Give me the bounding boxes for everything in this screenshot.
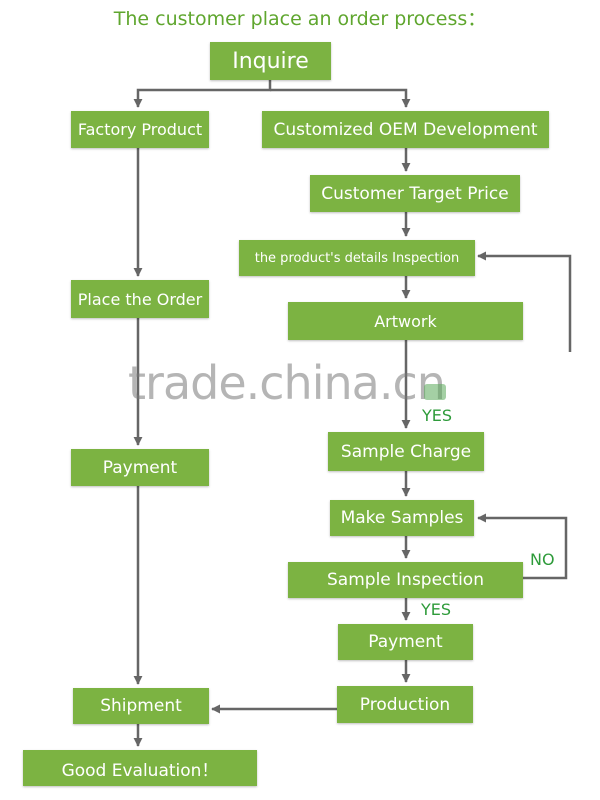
node-shipment: Shipment [73, 688, 209, 724]
node-place-the-order: Place the Order [71, 280, 209, 318]
node-payment-right: Payment [338, 624, 473, 660]
node-good-evaluation: Good Evaluation！ [23, 750, 257, 786]
node-customer-target-price: Customer Target Price [310, 175, 520, 212]
node-sample-inspection: Sample Inspection [288, 562, 523, 598]
watermark-logo-mark [424, 384, 446, 400]
connector-inquire-oem [270, 88, 411, 108]
watermark: trade.china.cn [128, 356, 446, 410]
node-product-details-inspection: the product's details Inspection [239, 240, 475, 276]
node-factory-product: Factory Product [71, 111, 209, 148]
node-production: Production [337, 686, 473, 723]
connector-inspection-no [477, 513, 568, 580]
node-make-samples: Make Samples [330, 500, 474, 536]
diagram-title: The customer place an order process： [113, 8, 487, 30]
node-inquire: Inquire [210, 42, 331, 80]
node-sample-charge: Sample Charge [328, 432, 484, 471]
node-payment-left: Payment [71, 449, 209, 486]
connector-inquire-split [133, 80, 272, 108]
node-artwork: Artwork [288, 302, 523, 340]
connector-feedback-details [477, 251, 572, 352]
label-yes-artwork: YES [422, 406, 453, 425]
label-yes-sample-inspection: YES [421, 600, 452, 619]
node-customized-oem-development: Customized OEM Development [262, 111, 549, 148]
label-no-sample-inspection: NO [530, 550, 555, 569]
